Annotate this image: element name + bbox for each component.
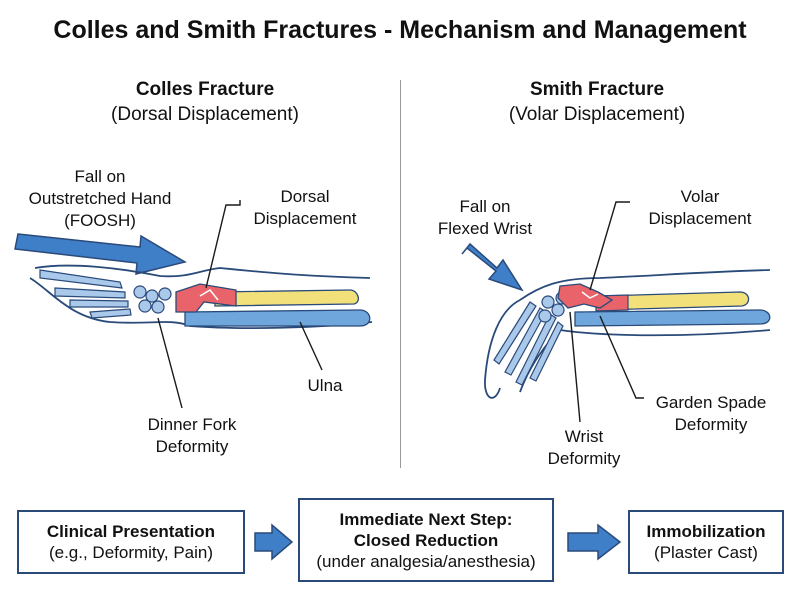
colles-panel-title: Colles Fracture (Dorsal Displacement): [45, 77, 365, 127]
smith-wrist-label: Wrist Deformity: [547, 427, 621, 468]
closed-reduction-box: Immediate Next Step: Closed Reduction (u…: [298, 498, 554, 582]
smith-panel-title: Smith Fracture (Volar Displacement): [437, 77, 757, 127]
colles-forearm-outline: [34, 264, 371, 279]
flow-arrow-2: [567, 523, 622, 561]
smith-mechanism-label: Fall on Flexed Wrist: [437, 197, 533, 238]
immobilization-box: Immobilization (Plaster Cast): [628, 510, 784, 574]
clinical-presentation-box: Clinical Presentation (e.g., Deformity, …: [17, 510, 245, 574]
flow-arrow-1: [254, 523, 294, 561]
closed-reduction-title: Closed Reduction: [353, 530, 499, 550]
smith-title: Smith Fracture: [529, 79, 665, 100]
colles-displacement-label: Dorsal Displacement: [253, 187, 357, 228]
smith-fracture: [557, 283, 614, 309]
smith-forearm-outline: [519, 269, 771, 301]
smith-arrow: [461, 242, 524, 292]
colles-title: Colles Fracture: [135, 79, 275, 100]
immobilization-title: Immobilization: [646, 522, 766, 541]
colles-subtitle: (Dorsal Displacement): [111, 104, 299, 125]
closed-reduction-detail: (under analgesia/anesthesia): [316, 551, 536, 571]
diagram-title: Colles and Smith Fractures - Mechanism a…: [53, 16, 747, 44]
smith-displacement-label: Volar Displacement: [648, 187, 752, 228]
panel-divider: [400, 80, 401, 468]
smith-radius: [599, 291, 750, 311]
colles-ulna: [184, 309, 371, 327]
colles-radius: [214, 289, 360, 307]
clinical-presentation-title: Clinical Presentation: [46, 522, 216, 541]
smith-deformity-leader: [599, 315, 644, 399]
next-step-title: Immediate Next Step:: [339, 509, 513, 529]
immobilization-detail: (Plaster Cast): [654, 543, 758, 562]
clinical-presentation-detail: (e.g., Deformity, Pain): [48, 543, 214, 562]
colles-mechanism-label: Fall on Outstretched Hand (FOOSH): [28, 167, 172, 230]
colles-fracture: [175, 283, 237, 313]
smith-hand-bones: [493, 291, 569, 386]
colles-ulna-leader: [299, 321, 323, 371]
smith-subtitle: (Volar Displacement): [508, 104, 686, 125]
smith-wrist-leader: [569, 311, 581, 423]
colles-deformity-leader: [157, 317, 183, 409]
colles-displacement-leader: [205, 200, 241, 289]
smith-displacement-leader: [589, 201, 630, 291]
foosh-arrow: [14, 233, 187, 275]
smith-deformity-label: Garden Spade Deformity: [655, 393, 767, 434]
colles-hand-bones: [39, 269, 172, 319]
colles-deformity-label: Dinner Fork Deformity: [147, 415, 237, 456]
colles-ulna-label: Ulna: [307, 376, 343, 395]
smith-ulna: [574, 309, 771, 327]
